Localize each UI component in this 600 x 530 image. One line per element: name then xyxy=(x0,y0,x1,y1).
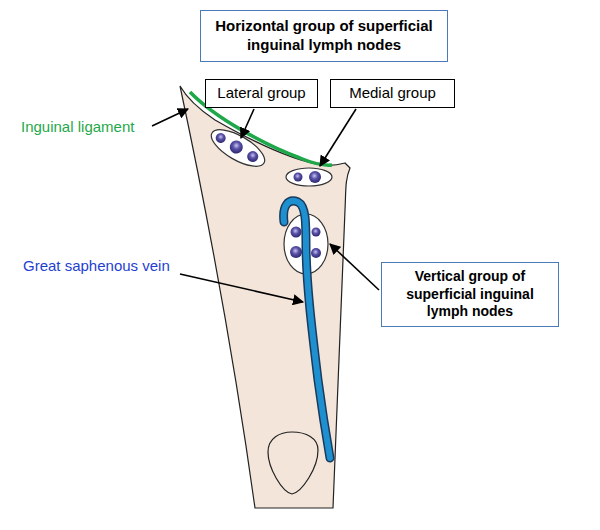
lymph-node xyxy=(245,149,260,164)
lymph-node xyxy=(312,228,321,237)
structure-label: Inguinal ligament xyxy=(20,118,135,135)
patella xyxy=(268,432,318,494)
box-text: Medial group xyxy=(335,84,450,103)
lymph-node xyxy=(291,227,302,238)
lymph-node xyxy=(309,171,321,183)
lateral-node-cluster xyxy=(206,123,270,174)
leader-arrow xyxy=(330,244,379,290)
box-text: Lateral group xyxy=(210,84,313,103)
leader-arrow xyxy=(152,109,188,126)
cluster-capsule xyxy=(286,168,332,186)
thigh-outline xyxy=(180,86,350,508)
lymph-node xyxy=(227,138,245,156)
great-saphenous-vein xyxy=(284,201,330,458)
box-text: Vertical group of superficial inguinal l… xyxy=(388,268,552,321)
vein-outline xyxy=(284,201,330,458)
lymph-node xyxy=(214,131,228,145)
lymph-node xyxy=(290,246,302,258)
heading-box: Vertical group of superficial inguinal l… xyxy=(381,262,559,327)
lymph-node xyxy=(311,248,321,258)
leader-arrow xyxy=(241,109,254,138)
leader-arrow xyxy=(320,109,356,166)
group-label-box: Lateral group xyxy=(205,79,318,108)
structure-label: Great saphenous vein xyxy=(22,257,171,274)
leader-arrow xyxy=(180,274,303,302)
lymph-node xyxy=(294,173,303,182)
group-label-box: Medial group xyxy=(330,79,455,108)
cluster-capsule xyxy=(206,123,270,174)
medial-node-cluster xyxy=(286,168,332,186)
heading-box: Horizontal group of superficial inguinal… xyxy=(200,10,448,62)
box-text: Horizontal group of superficial inguinal… xyxy=(209,17,439,55)
